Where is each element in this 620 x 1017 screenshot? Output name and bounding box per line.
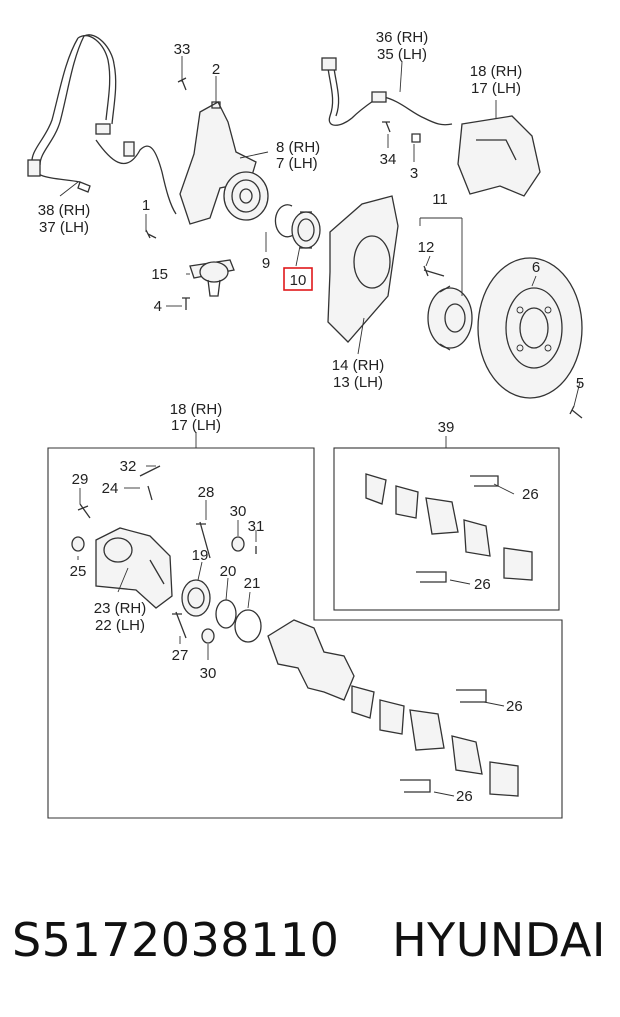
callout-28: 28 xyxy=(198,484,215,501)
caliper-assembly-top xyxy=(457,115,541,197)
part-number: S5172038110 xyxy=(12,913,340,967)
callout-21: 21 xyxy=(244,575,261,592)
callout-30-b: 30 xyxy=(200,665,217,682)
dust-cover xyxy=(327,195,399,343)
callout-35: 35 (LH) xyxy=(377,46,427,63)
callout-18-top: 18 (RH) xyxy=(470,63,523,80)
callout-15: 15 xyxy=(151,266,168,283)
callout-26-d: 26 xyxy=(456,788,473,805)
piston-boot xyxy=(234,609,262,643)
callout-6: 6 xyxy=(532,259,540,276)
callout-7: 7 (LH) xyxy=(276,155,318,172)
callout-27: 27 xyxy=(172,647,189,664)
callout-3: 3 xyxy=(410,165,418,182)
caliper-piston xyxy=(181,579,211,617)
boot-30b xyxy=(201,628,215,644)
brake-hose xyxy=(321,57,453,126)
pad-kit-items xyxy=(365,473,533,583)
leader-lines-top xyxy=(59,56,581,407)
ball-joint xyxy=(189,259,235,297)
callout-1: 1 xyxy=(142,197,150,214)
callout-19: 19 xyxy=(192,547,209,564)
wheel-hub xyxy=(427,285,473,351)
callout-2: 2 xyxy=(212,61,220,78)
bolt-34 xyxy=(382,121,391,133)
footer: S5172038110 HYUNDAI xyxy=(0,900,620,980)
cap-25 xyxy=(71,536,85,552)
piston-seal xyxy=(215,599,237,629)
boot-30a xyxy=(231,536,245,552)
guide-pin-28 xyxy=(196,521,211,559)
callout-10: 10 xyxy=(290,272,307,289)
callout-13: 13 (LH) xyxy=(333,374,383,391)
disc-screw xyxy=(569,405,583,419)
callout-23: 23 (RH) xyxy=(94,600,147,617)
callout-36: 36 (RH) xyxy=(376,29,429,46)
callout-8: 8 (RH) xyxy=(276,139,320,156)
bolt-1 xyxy=(145,229,157,239)
guide-pin-27 xyxy=(172,611,187,639)
callout-17-top: 17 (LH) xyxy=(471,80,521,97)
callout-17-bottom: 17 (LH) xyxy=(171,417,221,434)
callout-33: 33 xyxy=(174,41,191,58)
snap-ring xyxy=(274,204,297,238)
callout-14: 14 (RH) xyxy=(332,357,385,374)
callout-11: 11 xyxy=(432,191,448,208)
callout-26-a: 26 xyxy=(522,486,539,503)
highlight-box-10 xyxy=(283,267,313,291)
callout-29: 29 xyxy=(72,471,89,488)
callout-39: 39 xyxy=(438,419,455,436)
callout-38: 38 (RH) xyxy=(38,202,91,219)
bleeder-screw xyxy=(139,465,161,501)
callout-34: 34 xyxy=(380,151,397,168)
callout-26-b: 26 xyxy=(474,576,491,593)
abs-sensor-wire xyxy=(27,34,177,215)
lower-group-frame xyxy=(47,447,563,819)
callout-22: 22 (LH) xyxy=(95,617,145,634)
callout-12: 12 xyxy=(418,239,435,256)
callout-30-a: 30 xyxy=(230,503,247,520)
callout-5: 5 xyxy=(576,375,584,392)
steering-knuckle xyxy=(179,101,269,225)
bolt-4 xyxy=(182,297,190,310)
callout-24: 24 xyxy=(102,480,119,497)
wheel-bearing xyxy=(291,211,321,249)
callout-25: 25 xyxy=(70,563,87,580)
callout-18-bottom: 18 (RH) xyxy=(170,401,223,418)
bolt-29 xyxy=(77,503,91,519)
callout-20: 20 xyxy=(220,563,237,580)
pad-kit-frame xyxy=(333,447,560,611)
brake-pads-lower xyxy=(351,685,519,797)
brake-disc xyxy=(477,257,583,399)
callout-9: 9 xyxy=(262,255,270,272)
caliper-carrier xyxy=(267,619,355,701)
callout-37: 37 (LH) xyxy=(39,219,89,236)
hub-bolt xyxy=(423,265,445,277)
nut-2 xyxy=(211,101,221,109)
callout-32: 32 xyxy=(120,458,137,475)
nut-3 xyxy=(411,133,421,143)
callout-31: 31 xyxy=(248,518,265,535)
brand-name: HYUNDAI xyxy=(392,913,606,967)
callout-4: 4 xyxy=(154,298,162,315)
caliper-housing xyxy=(95,527,173,609)
leader-lines-bottom xyxy=(77,465,515,797)
callout-26-c: 26 xyxy=(506,698,523,715)
callout-labels: 33 2 8 (RH) 7 (LH) 1 38 (RH) 37 (LH) 9 1… xyxy=(38,29,584,805)
parts-diagram: 33 2 8 (RH) 7 (LH) 1 38 (RH) 37 (LH) 9 1… xyxy=(27,29,584,819)
